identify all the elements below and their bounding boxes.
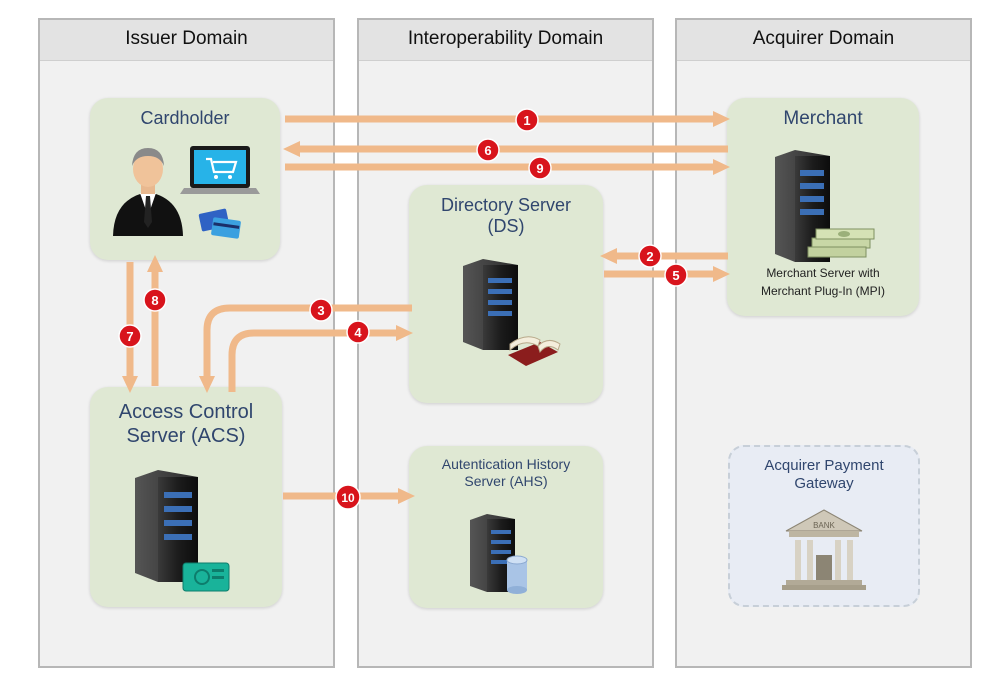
directory-server-icon bbox=[463, 259, 518, 350]
bank-icon: BANK bbox=[782, 509, 866, 590]
step-badge-3: 3 bbox=[309, 298, 333, 322]
arrow-4-shaft bbox=[228, 329, 398, 392]
directory-server-title-line2: (DS) bbox=[487, 216, 525, 236]
step-badge-1: 1 bbox=[515, 108, 539, 132]
step-badge-10: 10 bbox=[335, 484, 361, 510]
arrow-6-head bbox=[283, 141, 300, 157]
step-badge-6: 6 bbox=[476, 138, 500, 162]
acs-title-line1: Access Control bbox=[118, 401, 254, 423]
merchant-server-label-line1: Merchant Server with bbox=[766, 266, 880, 280]
ahs-title-line2: Server (AHS) bbox=[464, 473, 548, 489]
apg-title-line2: Gateway bbox=[794, 475, 854, 492]
book-icon bbox=[508, 336, 561, 366]
acs-title-line2: Server (ACS) bbox=[126, 425, 246, 447]
svg-text:2: 2 bbox=[646, 249, 653, 264]
credit-card-icon bbox=[198, 208, 241, 239]
svg-text:6: 6 bbox=[484, 143, 491, 158]
interoperability-domain-header: Interoperability Domain bbox=[359, 20, 652, 61]
interoperability-domain-title: Interoperability Domain bbox=[407, 28, 604, 49]
step-badge-9: 9 bbox=[528, 156, 552, 180]
arrow-3-shaft bbox=[203, 304, 412, 378]
issuer-domain-header: Issuer Domain bbox=[40, 20, 333, 61]
acquirer-domain-title: Acquirer Domain bbox=[752, 28, 895, 49]
arrow-5-head bbox=[713, 266, 730, 282]
svg-text:1: 1 bbox=[523, 113, 530, 128]
arrow-1-head bbox=[713, 111, 730, 127]
step-badge-4: 4 bbox=[346, 320, 370, 344]
svg-text:7: 7 bbox=[126, 329, 133, 344]
acquirer-domain-header: Acquirer Domain bbox=[677, 20, 970, 61]
step-badge-2: 2 bbox=[638, 244, 662, 268]
cardholder-title: Cardholder bbox=[140, 108, 230, 128]
person-icon bbox=[113, 148, 183, 236]
apg-title-line1: Acquirer Payment bbox=[764, 457, 884, 474]
database-icon bbox=[506, 555, 528, 594]
svg-text:3: 3 bbox=[317, 303, 324, 318]
svg-text:10: 10 bbox=[341, 491, 355, 505]
access-card-icon bbox=[182, 562, 230, 592]
arrow-3-head bbox=[199, 376, 215, 393]
svg-text:4: 4 bbox=[354, 325, 362, 340]
cash-icon bbox=[807, 228, 875, 258]
arrow-10-head bbox=[398, 488, 415, 504]
merchant-box: Merchant Merchant Server with Merchant P… bbox=[727, 98, 919, 316]
arrow-7-head bbox=[122, 376, 138, 393]
bank-sign: BANK bbox=[813, 521, 835, 530]
svg-text:9: 9 bbox=[536, 161, 543, 176]
arrowheads bbox=[122, 111, 730, 504]
svg-text:5: 5 bbox=[672, 268, 679, 283]
arrow-2-head bbox=[600, 248, 617, 264]
arrow-4-head bbox=[396, 325, 413, 341]
arrow-8-head bbox=[147, 255, 163, 272]
merchant-title: Merchant bbox=[783, 108, 863, 129]
laptop-cart-icon bbox=[180, 146, 260, 194]
step-badge-5: 5 bbox=[664, 263, 688, 287]
issuer-domain-title: Issuer Domain bbox=[125, 28, 248, 49]
directory-server-title-line1: Directory Server bbox=[440, 195, 572, 215]
ahs-title-line1: Autentication History bbox=[441, 456, 571, 472]
svg-text:8: 8 bbox=[151, 293, 158, 308]
arrow-9-head bbox=[713, 159, 730, 175]
step-badge-8: 8 bbox=[143, 288, 167, 312]
merchant-server-label-line2: Merchant Plug-In (MPI) bbox=[760, 284, 886, 298]
step-badge-7: 7 bbox=[118, 324, 142, 348]
